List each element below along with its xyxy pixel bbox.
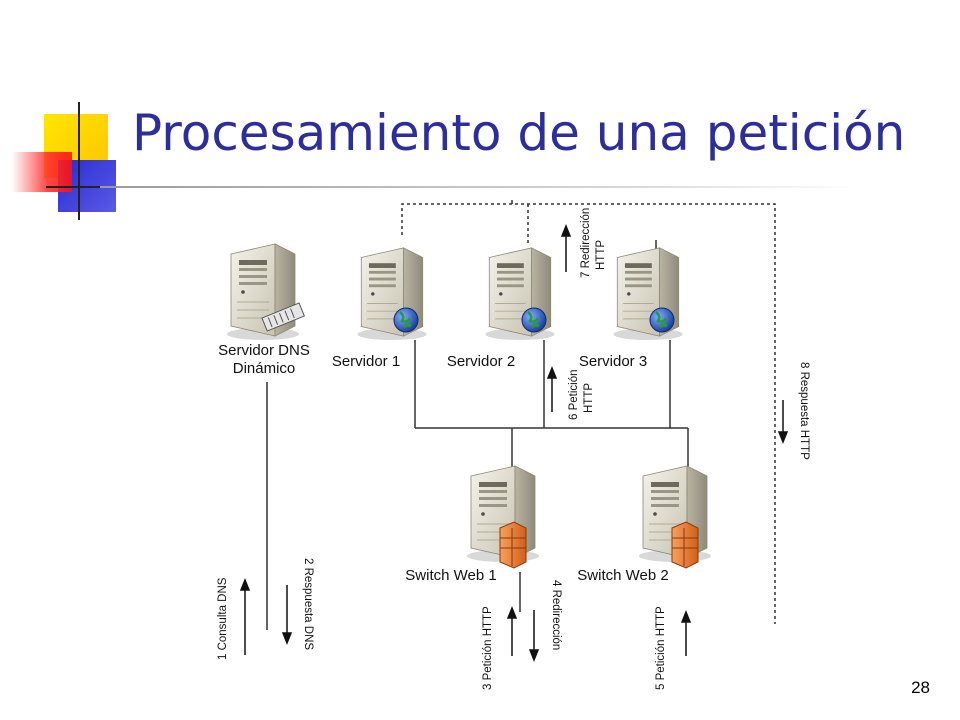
- arrow-down-icon: [777, 431, 789, 445]
- switch-web-1-label: Switch Web 1: [405, 567, 496, 584]
- firewall-icon: [671, 521, 699, 569]
- servidor-2: Servidor 2: [447, 247, 556, 370]
- arrow-up-icon: [546, 365, 558, 379]
- arrow-up-icon: [239, 577, 251, 591]
- deco-red-square: [12, 152, 72, 192]
- arrow-down-icon: [528, 649, 540, 663]
- step-5-label: 5 Petición HTTP: [655, 606, 667, 690]
- step-7-label-line1: 7 Redirección: [580, 208, 592, 278]
- network-card-icon: [261, 302, 305, 332]
- page-number: 28: [911, 678, 930, 697]
- step-4-label: 4 Redirección: [550, 580, 562, 650]
- dns-server: Servidor DNS Dinámico: [218, 243, 310, 377]
- step-8-label: 8 Respuesta HTTP: [798, 362, 810, 460]
- firewall-icon: [499, 521, 527, 569]
- switch-web-2-label: Switch Web 2: [577, 567, 668, 584]
- step-6-label-line2: HTTP: [583, 383, 595, 413]
- switch-web-2: Switch Web 2: [577, 465, 712, 584]
- step-7-label-line2: HTTP: [595, 240, 607, 270]
- servidor-3-label: Servidor 3: [579, 353, 647, 370]
- step-labels: 1 Consulta DNS 2 Respuesta DNS 3 Petició…: [217, 208, 810, 690]
- response-path-dashed: [401, 203, 776, 624]
- title-underline: [100, 186, 860, 188]
- globe-icon: [649, 307, 675, 333]
- switch-web-1: Switch Web 1: [405, 465, 540, 584]
- servidor-1-label: Servidor 1: [332, 353, 400, 370]
- deco-vertical-line: [78, 102, 80, 220]
- slide-title: Procesamiento de una petición: [132, 104, 906, 162]
- step-1-label: 1 Consulta DNS: [217, 577, 229, 660]
- flow-arrows: [239, 223, 789, 663]
- servidor-1: Servidor 1: [332, 247, 428, 370]
- server-tower-icon: [226, 243, 300, 340]
- dns-label-line2: Dinámico: [233, 360, 296, 377]
- servidor-2-label: Servidor 2: [447, 353, 515, 370]
- step-2-label: 2 Respuesta DNS: [302, 558, 314, 650]
- globe-icon: [521, 307, 547, 333]
- arrow-down-icon: [281, 632, 293, 646]
- step-6-label-line1: 6 Petición: [568, 369, 580, 420]
- globe-icon: [393, 307, 419, 333]
- arrow-up-icon: [680, 609, 692, 623]
- deco-horizontal-line: [46, 186, 130, 188]
- network-links: [266, 200, 689, 630]
- servidor-3: Servidor 3: [579, 247, 684, 370]
- dns-label-line1: Servidor DNS: [218, 342, 310, 359]
- arrow-up-icon: [560, 223, 572, 237]
- arrow-up-icon: [506, 605, 518, 619]
- step-3-label: 3 Petición HTTP: [482, 606, 494, 690]
